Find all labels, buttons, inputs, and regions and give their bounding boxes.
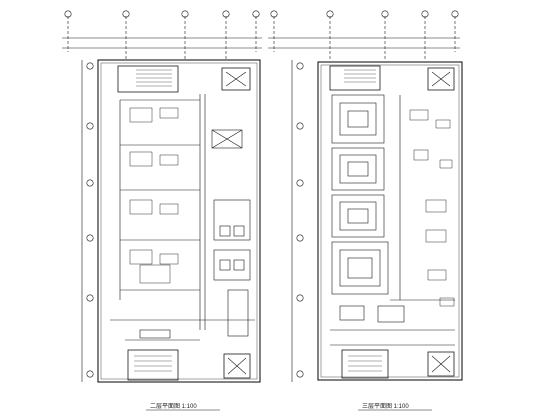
left-plan-title: 二层平面图 1:100: [150, 403, 197, 410]
right-plan-title: 三层平面图 1:100: [362, 403, 409, 410]
grid-bubbles-top: [64, 10, 459, 18]
left-floor-plan: [62, 16, 262, 383]
right-floor-plan: [268, 16, 463, 382]
